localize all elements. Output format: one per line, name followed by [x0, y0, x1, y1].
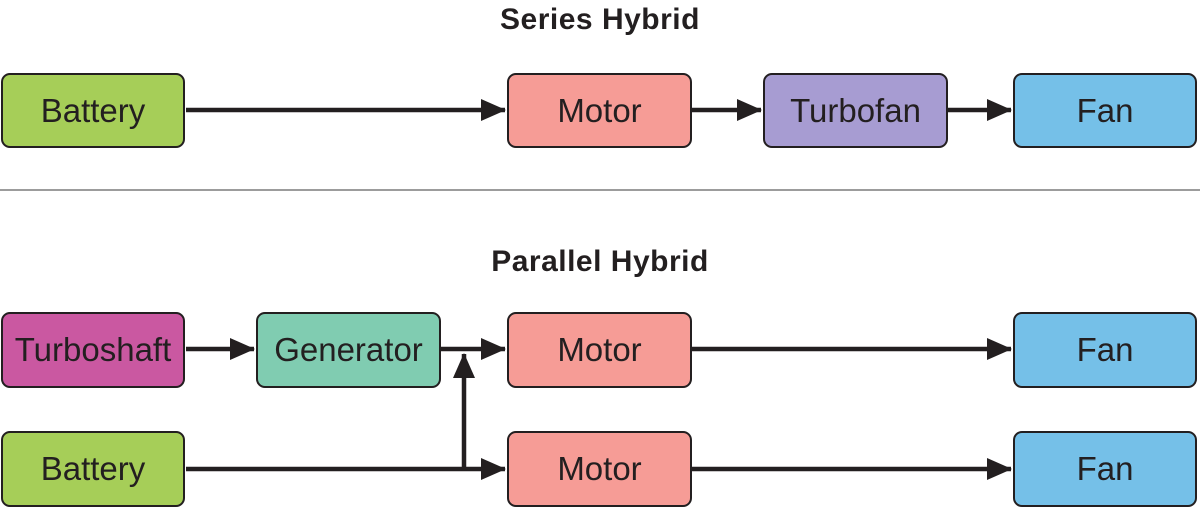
- node-motor-parallel-1: Motor: [507, 312, 692, 388]
- node-fan-parallel-2: Fan: [1013, 431, 1197, 507]
- node-motor-series: Motor: [507, 73, 692, 148]
- node-generator-parallel: Generator: [256, 312, 441, 388]
- node-fan-series: Fan: [1013, 73, 1197, 148]
- series-section-title: Series Hybrid: [500, 3, 700, 36]
- parallel-section-title: Parallel Hybrid: [491, 245, 709, 278]
- node-battery-series: Battery: [1, 73, 185, 148]
- node-turbofan-series: Turbofan: [763, 73, 948, 148]
- node-turboshaft-parallel: Turboshaft: [1, 312, 185, 388]
- section-divider: [0, 189, 1200, 191]
- node-fan-parallel-1: Fan: [1013, 312, 1197, 388]
- node-motor-parallel-2: Motor: [507, 431, 692, 507]
- node-battery-parallel: Battery: [1, 431, 185, 507]
